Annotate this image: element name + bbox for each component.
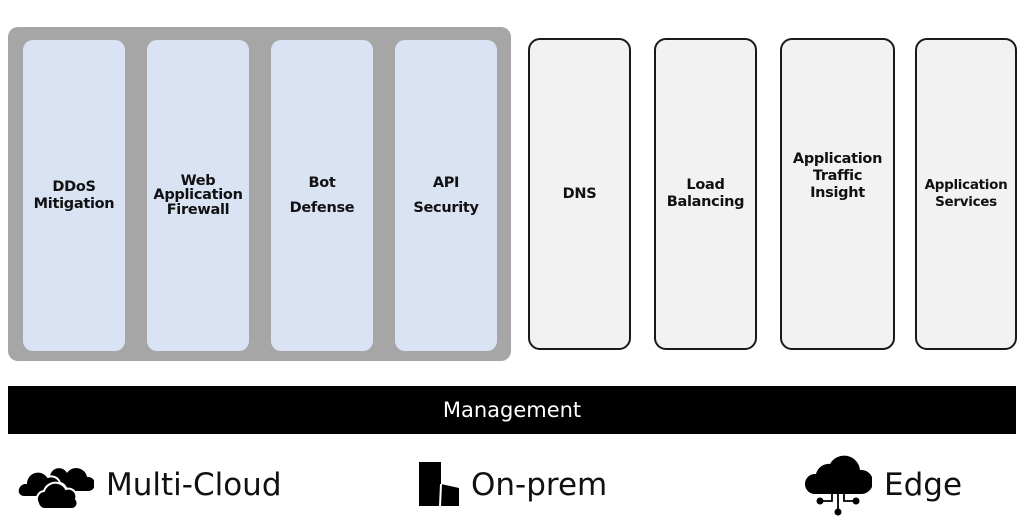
web-application-firewall-label: Web Application Firewall xyxy=(153,172,243,218)
dns-label: DNS xyxy=(562,185,597,202)
management-label: Management xyxy=(442,398,582,422)
management-bar: Management xyxy=(8,386,1016,434)
ddos-mitigation-label: DDoS Mitigation xyxy=(33,178,115,212)
dns-box: DNS xyxy=(528,38,631,350)
on-prem-label: On-prem xyxy=(471,467,608,503)
api-security-box: API Security xyxy=(395,40,497,351)
environment-edge: Edge xyxy=(804,452,962,518)
application-traffic-insight-label: Application Traffic Insight xyxy=(792,150,883,201)
multi-cloud-label: Multi-Cloud xyxy=(106,467,282,503)
ddos-mitigation-box: DDoS Mitigation xyxy=(23,40,125,351)
building-icon xyxy=(419,460,459,510)
application-services-label: Application Services xyxy=(924,177,1008,210)
api-security-label: API Security xyxy=(413,174,479,216)
security-group: DDoS Mitigation Web Application Firewall… xyxy=(8,27,511,361)
load-balancing-box: Load Balancing xyxy=(654,38,757,350)
edge-cloud-icon xyxy=(804,450,874,520)
environment-multi-cloud: Multi-Cloud xyxy=(12,452,282,518)
web-application-firewall-box: Web Application Firewall xyxy=(147,40,249,351)
load-balancing-label: Load Balancing xyxy=(666,177,745,210)
edge-label: Edge xyxy=(884,467,963,503)
multi-cloud-icon xyxy=(12,455,96,515)
bot-defense-label: Bot Defense xyxy=(289,174,355,216)
environment-on-prem: On-prem xyxy=(419,452,607,518)
application-traffic-insight-box: Application Traffic Insight xyxy=(780,38,895,350)
bot-defense-box: Bot Defense xyxy=(271,40,373,351)
application-services-box: Application Services xyxy=(915,38,1017,350)
